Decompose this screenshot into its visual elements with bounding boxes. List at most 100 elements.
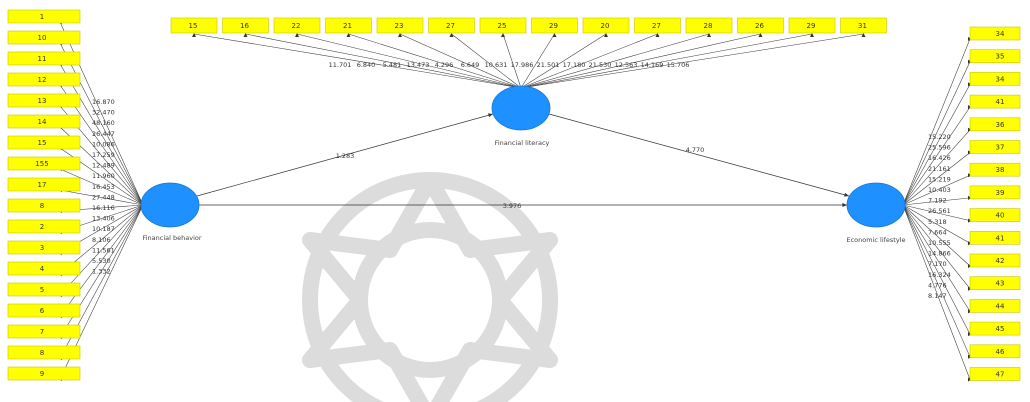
indicator-left[interactable]: 1 [8, 10, 80, 23]
arrow-head [862, 33, 866, 37]
indicator-left[interactable]: 2 [8, 220, 80, 233]
indicator-right[interactable]: 41 [970, 95, 1020, 108]
indicator-right[interactable]: 36 [970, 118, 1020, 131]
arrow-head [810, 33, 814, 37]
indicator-left[interactable]: 10 [8, 31, 80, 44]
path-coefficient: 3.976 [503, 202, 522, 210]
indicator-top[interactable]: 31 [841, 18, 887, 33]
outer-weight: 7.664 [928, 228, 947, 236]
indicator-left[interactable]: 9 [8, 367, 80, 380]
indicator-top[interactable]: 29 [532, 18, 578, 33]
outer-weight: 25.596 [928, 144, 951, 152]
indicator-label: 39 [996, 189, 1005, 197]
outer-weight: 5.530 [92, 257, 111, 265]
outer-weight: 26.447 [92, 130, 115, 138]
latent-label-top: Financial literacy [495, 139, 550, 147]
indicator-label: 17 [38, 181, 47, 189]
indicator-left[interactable]: 17 [8, 178, 80, 191]
outer-weight: 10.187 [92, 225, 115, 233]
outer-weight: 11.561 [92, 246, 115, 254]
indicator-top[interactable]: 27 [635, 18, 681, 33]
outer-weight: 11.960 [92, 172, 115, 180]
indicator-right[interactable]: 35 [970, 50, 1020, 63]
outer-weight: 17.259 [92, 151, 115, 159]
indicator-right[interactable]: 46 [970, 345, 1020, 358]
indicator-link [903, 62, 970, 205]
arrow-head [501, 33, 505, 37]
indicator-label: 38 [996, 166, 1005, 174]
outer-weight: 10.631 [485, 61, 508, 69]
indicator-left[interactable]: 3 [8, 241, 80, 254]
left-indicators: 1 10 11 12 13 14 15 155 17 8 2 3 4 5 6 7 8 9 [8, 10, 80, 380]
latent-node-right[interactable] [847, 183, 905, 227]
indicator-right[interactable]: 38 [970, 163, 1020, 176]
latent-financial-literacy[interactable]: Financial literacy [492, 86, 550, 147]
indicator-top[interactable]: 26 [738, 18, 784, 33]
indicator-top[interactable]: 22 [274, 18, 320, 33]
indicator-label: 3 [40, 244, 44, 252]
indicator-label: 35 [996, 53, 1005, 61]
outer-weight: 1.332 [92, 268, 111, 276]
latent-label-left: Financial behavior [142, 234, 201, 242]
indicator-left[interactable]: 15 [8, 136, 80, 149]
indicator-label: 23 [395, 22, 404, 30]
path-arrow-head [842, 203, 847, 207]
indicator-left[interactable]: 11 [8, 52, 80, 65]
indicator-left[interactable]: 5 [8, 283, 80, 296]
indicator-right[interactable]: 37 [970, 141, 1020, 154]
outer-weight: 16.870 [92, 98, 115, 106]
latent-node-left[interactable] [141, 183, 199, 227]
indicator-top[interactable]: 23 [377, 18, 423, 33]
indicator-right[interactable]: 34 [970, 27, 1020, 40]
right-indicators: 34 35 34 41 36 37 38 39 40 41 42 43 44 45 46 47 [970, 27, 1020, 381]
indicator-right[interactable]: 43 [970, 277, 1020, 290]
indicator-label: 21 [343, 22, 352, 30]
arrow-head [707, 33, 711, 37]
indicator-right[interactable]: 41 [970, 231, 1020, 244]
indicator-top[interactable]: 25 [480, 18, 526, 33]
indicator-top[interactable]: 15 [171, 18, 217, 33]
indicator-right[interactable]: 34 [970, 72, 1020, 85]
indicator-top[interactable]: 20 [583, 18, 629, 33]
indicator-left[interactable]: 4 [8, 262, 80, 275]
indicator-label: 11 [38, 55, 47, 63]
arrow-head [759, 33, 763, 37]
indicator-top[interactable]: 27 [429, 18, 475, 33]
indicator-label: 34 [996, 30, 1005, 38]
indicator-left[interactable]: 8 [8, 199, 80, 212]
path-arrow[interactable] [549, 114, 849, 196]
latent-economic-lifestyle[interactable]: Economic lifestyle [846, 183, 905, 244]
indicator-left[interactable]: 155 [8, 157, 80, 170]
path-coefficient: 1.283 [336, 152, 355, 160]
indicator-top[interactable]: 16 [223, 18, 269, 33]
indicator-right[interactable]: 45 [970, 322, 1020, 335]
outer-weight: 11.701 [329, 61, 352, 69]
indicator-top[interactable]: 28 [686, 18, 732, 33]
indicator-label: 27 [446, 22, 455, 30]
indicator-label: 12 [38, 76, 47, 84]
indicator-left[interactable]: 14 [8, 115, 80, 128]
indicator-right[interactable]: 42 [970, 254, 1020, 267]
indicator-label: 10 [38, 34, 47, 42]
indicator-label: 37 [996, 144, 1005, 152]
indicator-left[interactable]: 6 [8, 304, 80, 317]
indicator-left[interactable]: 12 [8, 73, 80, 86]
indicator-right[interactable]: 44 [970, 299, 1020, 312]
indicator-label: 29 [549, 22, 558, 30]
indicator-top[interactable]: 21 [326, 18, 372, 33]
indicator-left[interactable]: 13 [8, 94, 80, 107]
indicator-left[interactable]: 8 [8, 346, 80, 359]
indicator-right[interactable]: 39 [970, 186, 1020, 199]
latent-node-top[interactable] [492, 86, 550, 130]
indicator-right[interactable]: 47 [970, 368, 1020, 381]
top-indicators: 15 16 22 21 23 27 25 29 20 27 28 26 29 31 [171, 18, 887, 33]
outer-weight: 21.161 [928, 165, 951, 173]
latent-financial-behavior[interactable]: Financial behavior [141, 183, 202, 242]
indicator-right[interactable]: 40 [970, 209, 1020, 222]
indicator-label: 22 [292, 22, 301, 30]
indicator-top[interactable]: 29 [789, 18, 835, 33]
arrow-head [656, 33, 660, 37]
outer-weight: 8.147 [928, 292, 947, 300]
indicator-left[interactable]: 7 [8, 325, 80, 338]
